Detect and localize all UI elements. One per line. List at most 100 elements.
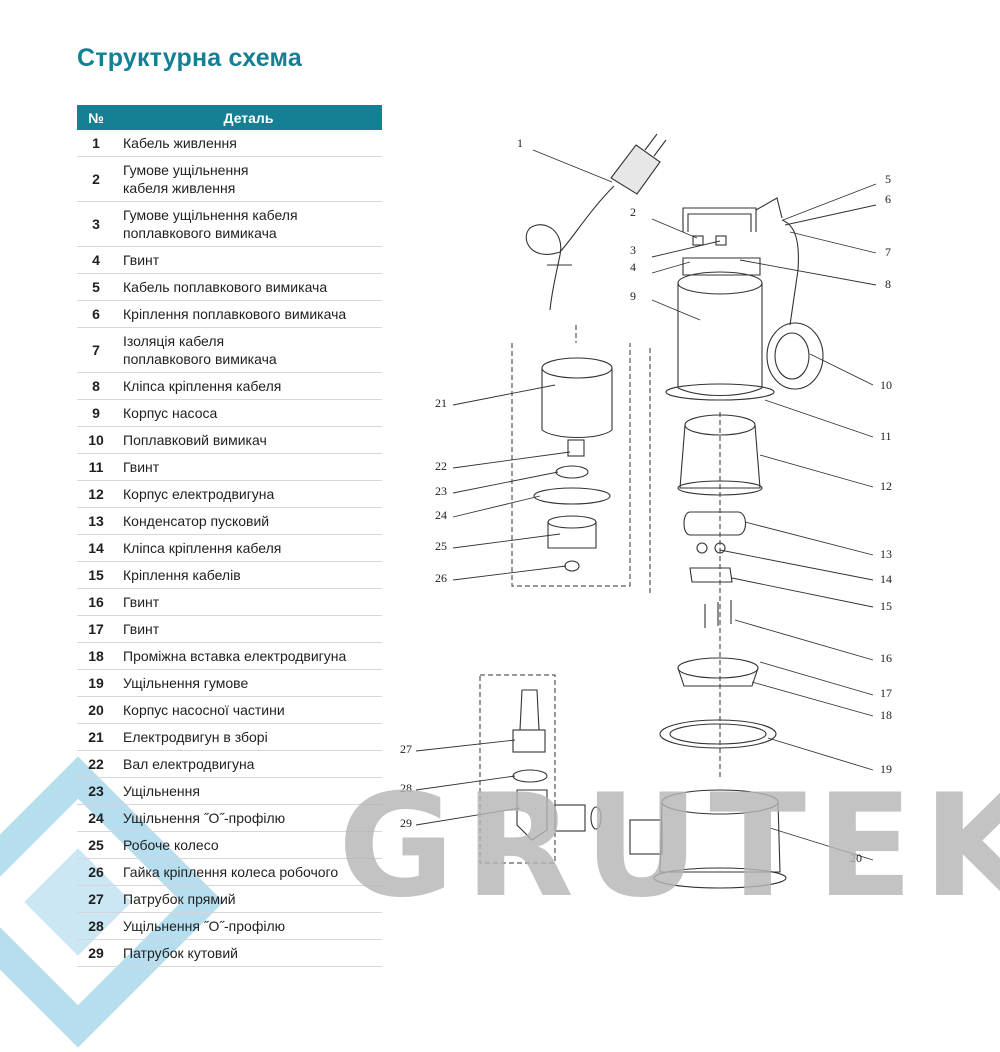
table-row: 13 Конденсатор пусковий: [77, 507, 382, 535]
part-number: 15: [77, 561, 115, 589]
exploded-parts-diagram: 1 2 3 4 5 6 7 8 9 10 11 12 13 14 15 16 1…: [400, 133, 892, 889]
part-name-line: Поплавковий вимикач: [123, 432, 267, 448]
diagram-label: 17: [880, 686, 892, 700]
part-name-line: Електродвигун в зборі: [123, 729, 268, 745]
diagram-label: 11: [880, 429, 892, 443]
table-row: 12 Корпус електродвигуна: [77, 480, 382, 508]
part-name-line: Вал електродвигуна: [123, 756, 255, 772]
part-number: 28: [77, 912, 115, 940]
part-number: 25: [77, 831, 115, 859]
part-name: Гвинт: [115, 615, 382, 643]
part-name-line: Кліпса кріплення кабеля: [123, 378, 282, 394]
part-number: 21: [77, 723, 115, 751]
part-name: Ущільнення ˝О˝-профілю: [115, 804, 382, 832]
table-header-row: № Деталь: [77, 105, 382, 130]
part-number: 3: [77, 201, 115, 247]
table-row: 22 Вал електродвигуна: [77, 750, 382, 778]
diagram-label: 19: [880, 762, 892, 776]
diagram-label: 5: [885, 172, 891, 186]
part-name: Патрубок кутовий: [115, 939, 382, 967]
part-name-line: кабеля живлення: [123, 180, 236, 196]
part-name: Кріплення кабелів: [115, 561, 382, 589]
diagram-label: 8: [885, 277, 891, 291]
brand-watermark: GRUTEK: [338, 764, 1000, 929]
diagram-label: 28: [400, 781, 412, 795]
part-name: Гумове ущільнення кабеля живлення: [115, 156, 382, 202]
part-name-line: Гвинт: [123, 252, 160, 268]
part-name-line: Корпус насосної частини: [123, 702, 285, 718]
diagram-label: 27: [400, 742, 412, 756]
diagram-label: 6: [885, 192, 891, 206]
table-row: 27 Патрубок прямий: [77, 885, 382, 913]
part-number: 29: [77, 939, 115, 967]
diagram-label: 4: [630, 260, 636, 274]
straight-pipe-part: [512, 689, 546, 753]
diagram-label: 12: [880, 479, 892, 493]
part-name-line: Гвинт: [123, 459, 160, 475]
leader-lines: [415, 149, 877, 861]
impeller-nut-part: [564, 560, 580, 572]
cable-clips-part: [689, 542, 733, 583]
part-number: 4: [77, 246, 115, 274]
part-name-line: Робоче колесо: [123, 837, 219, 853]
part-name-line: Патрубок кутовий: [123, 945, 238, 961]
part-name-line: Корпус електродвигуна: [123, 486, 275, 502]
part-name-line: Кріплення поплавкового вимикача: [123, 306, 347, 322]
diagram-label: 7: [885, 245, 891, 259]
diagram-label: 25: [435, 539, 447, 553]
pump-handle-part: [682, 197, 783, 276]
part-number: 13: [77, 507, 115, 535]
part-name-line: Кабель поплавкового вимикача: [123, 279, 328, 295]
part-name: Ущільнення гумове: [115, 669, 382, 697]
seal-part: [555, 465, 589, 479]
part-number: 27: [77, 885, 115, 913]
part-name: Гвинт: [115, 453, 382, 481]
capacitor-part: [683, 511, 747, 536]
part-name-line: Конденсатор пусковий: [123, 513, 270, 529]
part-name-line: Ущільнення: [123, 783, 200, 799]
part-number: 20: [77, 696, 115, 724]
diagram-label: 20: [850, 851, 862, 865]
part-number: 16: [77, 588, 115, 616]
diagram-label: 15: [880, 599, 892, 613]
part-name-line: Гайка кріплення колеса робочого: [123, 864, 339, 880]
part-number: 22: [77, 750, 115, 778]
table-row: 25 Робоче колесо: [77, 831, 382, 859]
part-number: 7: [77, 327, 115, 373]
part-name: Ущільнення ˝О˝-профілю: [115, 912, 382, 940]
screws-part: [704, 600, 732, 628]
part-name-line: Ущільнення ˝О˝-профілю: [123, 810, 286, 826]
part-number: 6: [77, 300, 115, 328]
diagram-label: 9: [630, 289, 636, 303]
diagram-label: 2: [630, 205, 636, 219]
part-name-line: поплавкового вимикача: [123, 351, 277, 367]
part-name-line: Патрубок прямий: [123, 891, 236, 907]
part-name: Патрубок прямий: [115, 885, 382, 913]
part-name-line: Гумове ущільнення кабеля: [123, 207, 298, 223]
part-number: 11: [77, 453, 115, 481]
part-name-line: Гумове ущільнення: [123, 162, 249, 178]
part-number: 12: [77, 480, 115, 508]
table-row: 20 Корпус насосної частини: [77, 696, 382, 724]
diagram-label: 13: [880, 547, 892, 561]
part-name: Корпус електродвигуна: [115, 480, 382, 508]
diagram-label: 23: [435, 484, 447, 498]
part-number: 1: [77, 130, 115, 157]
part-name-line: Корпус насоса: [123, 405, 218, 421]
table-row: 21 Електродвигун в зборі: [77, 723, 382, 751]
part-name-line: Кліпса кріплення кабеля: [123, 540, 282, 556]
part-name: Кліпса кріплення кабеля: [115, 372, 382, 400]
part-name: Проміжна вставка електродвигуна: [115, 642, 382, 670]
part-number: 17: [77, 615, 115, 643]
table-row: 11 Гвинт: [77, 453, 382, 481]
part-name: Корпус насоса: [115, 399, 382, 427]
diagram-label: 3: [630, 243, 636, 257]
